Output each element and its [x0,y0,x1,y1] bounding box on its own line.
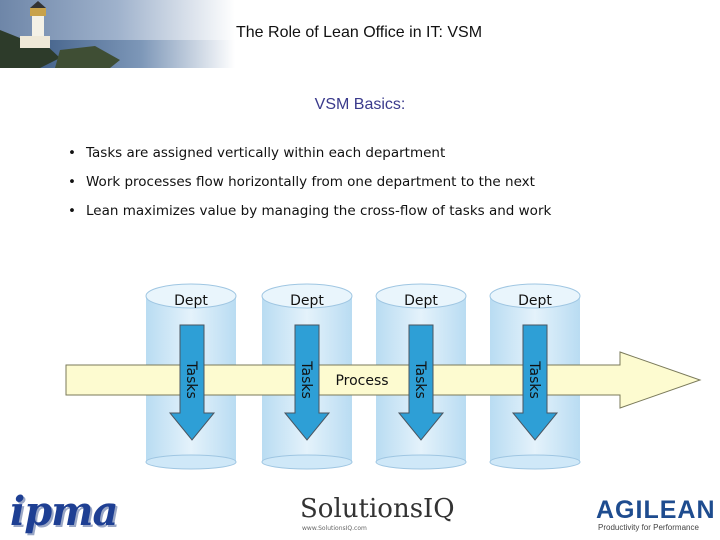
dept-label: Dept [404,293,438,309]
agilean-logo: AGILEAN [596,496,716,525]
header-lighthouse-image [0,0,235,68]
bullet-text: Lean maximizes value by managing the cro… [86,203,551,219]
agilean-tagline: Productivity for Performance [598,523,699,532]
vsm-diagram: Dept Dept Dept Dept Tasks Tasks Tasks Ta… [0,270,720,470]
dept-label: Dept [290,293,324,309]
bullet-item: •Work processes flow horizontally from o… [68,171,551,200]
slide-title: The Role of Lean Office in IT: VSM [236,24,482,42]
process-label: Process [335,373,388,389]
task-label: Tasks [526,360,542,399]
dept-label: Dept [174,293,208,309]
bullet-item: •Lean maximizes value by managing the cr… [68,200,551,229]
task-label: Tasks [183,360,199,399]
ipma-logo: ipma [10,488,117,535]
solutionsiq-logo: SolutionsIQ [300,494,455,524]
bullet-dot: • [68,171,86,193]
task-label: Tasks [412,360,428,399]
task-label: Tasks [298,360,314,399]
bullet-text: Tasks are assigned vertically within eac… [86,145,445,161]
bullet-item: •Tasks are assigned vertically within ea… [68,142,551,171]
slide-subtitle: VSM Basics: [0,96,720,114]
bullet-dot: • [68,142,86,164]
bullet-dot: • [68,200,86,222]
bullet-list: •Tasks are assigned vertically within ea… [68,142,551,229]
solutionsiq-url: www.SolutionsIQ.com [302,525,367,532]
dept-label: Dept [518,293,552,309]
bullet-text: Work processes flow horizontally from on… [86,174,535,190]
footer-logos: ipma SolutionsIQ www.SolutionsIQ.com AGI… [0,478,720,540]
